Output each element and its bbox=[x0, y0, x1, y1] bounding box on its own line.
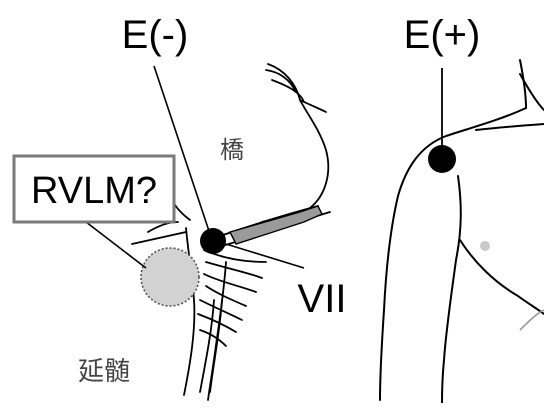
clavicle-line bbox=[476, 124, 544, 130]
pons-label: 橋 bbox=[220, 136, 244, 164]
sternum-hint bbox=[520, 310, 544, 330]
facial-nerve-label: VII bbox=[298, 277, 347, 321]
upper-clavicle-line bbox=[520, 74, 544, 110]
facial-nerve-bundle bbox=[230, 206, 322, 244]
medulla-label: 延髄 bbox=[78, 357, 130, 387]
nerve-root-left-1 bbox=[132, 232, 186, 244]
pons-outline bbox=[262, 64, 328, 222]
electrode-positive-dot bbox=[428, 145, 456, 173]
rvlm-region bbox=[141, 248, 199, 306]
nerve-root-2 bbox=[206, 262, 262, 278]
nerve-root-6 bbox=[198, 314, 236, 332]
electrode-negative-label: E(-) bbox=[122, 13, 189, 57]
torso-drawing bbox=[380, 60, 544, 403]
rvlm-label: RVLM? bbox=[31, 170, 157, 212]
electrode-positive-label: E(+) bbox=[404, 13, 481, 57]
nerve-root-4 bbox=[206, 286, 246, 306]
nerve-root-7 bbox=[200, 330, 226, 346]
nipple-mark bbox=[480, 241, 490, 251]
chest-contour bbox=[460, 240, 544, 314]
armpit-line bbox=[442, 176, 461, 403]
electrode-negative-dot bbox=[200, 228, 226, 254]
nerve-root-descending-2 bbox=[210, 300, 222, 392]
facial-nerve-leader bbox=[226, 244, 304, 268]
rvlm-leader bbox=[86, 222, 146, 268]
